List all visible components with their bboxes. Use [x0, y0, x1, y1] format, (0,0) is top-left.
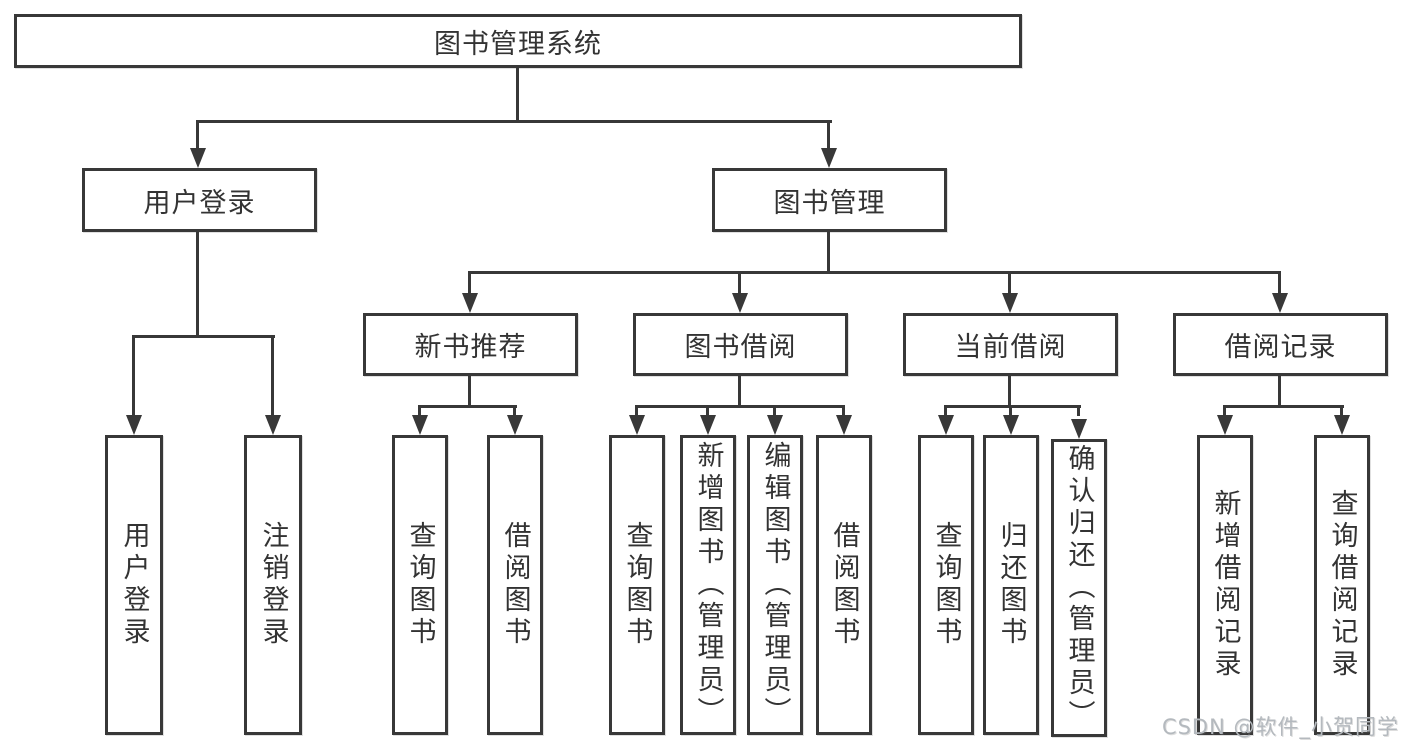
arrow-to-return-book	[1003, 415, 1019, 435]
connector-stub-d1	[944, 405, 947, 416]
connector-currentborrow-hline	[944, 405, 1081, 408]
node-label: 借阅记录	[1224, 332, 1337, 363]
node-label: 图书管理	[773, 187, 886, 219]
csdn-watermark: CSDN @软件_小贺同学	[1161, 715, 1399, 739]
node-label: 编辑图书（管理员）	[759, 441, 791, 729]
arrow-to-current-borrow	[1002, 293, 1018, 313]
leaf-return-book: 归还图书	[983, 435, 1039, 735]
arrow-to-query-books-3	[938, 415, 954, 435]
connector-stub-e1	[1223, 405, 1226, 416]
connector-stub-c3	[773, 405, 776, 416]
arrow-to-borrow-books-1	[507, 415, 523, 435]
connector-stub-user-login	[196, 120, 199, 150]
node-label: 图书管理系统	[434, 28, 602, 60]
connector-stub-leaf-logout	[271, 335, 274, 415]
connector-stub-book-borrow	[738, 271, 741, 295]
node-label: 查询借阅记录	[1326, 489, 1358, 681]
arrow-to-user-login	[190, 148, 206, 168]
leaf-query-borrow-record: 查询借阅记录	[1314, 435, 1370, 735]
arrow-to-borrow-books-2	[836, 415, 852, 435]
leaf-logout: 注销登录	[244, 435, 302, 735]
arrow-to-query-borrow-record	[1334, 415, 1350, 435]
node-user-login: 用户登录	[82, 168, 317, 232]
node-label: 查询图书	[621, 521, 653, 649]
leaf-user-login: 用户登录	[105, 435, 163, 735]
connector-bookmgmt-hline	[468, 271, 1281, 274]
node-label: 查询图书	[404, 521, 436, 649]
node-label: 新增图书（管理员）	[692, 441, 724, 729]
node-label: 归还图书	[995, 521, 1027, 649]
node-label: 当前借阅	[954, 332, 1067, 363]
connector-newbook-hline	[418, 405, 517, 408]
connector-stub-leaf-user-login	[132, 335, 135, 415]
connector-stub-new-book	[468, 271, 471, 295]
connector-stub-d2	[1009, 405, 1012, 416]
connector-user-hline	[132, 335, 275, 338]
node-book-management: 图书管理	[712, 168, 947, 232]
connector-stub-current-borrow	[1008, 271, 1011, 295]
connector-bookborrow-vline	[738, 376, 741, 408]
leaf-borrow-books-2: 借阅图书	[816, 435, 872, 735]
connector-stub-c2	[706, 405, 709, 416]
arrow-to-query-books-1	[412, 415, 428, 435]
connector-bookmgmt-vline	[827, 232, 830, 274]
connector-stub-book-management	[827, 120, 830, 150]
connector-stub-b2	[513, 405, 516, 416]
leaf-query-books-1: 查询图书	[392, 435, 448, 735]
connector-stub-d3	[1077, 405, 1080, 416]
node-new-book-recommend: 新书推荐	[363, 313, 578, 376]
connector-root-hline	[196, 120, 832, 123]
connector-user-vline	[196, 232, 199, 338]
arrow-to-book-management	[821, 148, 837, 168]
leaf-add-borrow-record: 新增借阅记录	[1197, 435, 1253, 735]
leaf-borrow-books-1: 借阅图书	[487, 435, 543, 735]
leaf-query-books-3: 查询图书	[918, 435, 974, 735]
node-label: 借阅图书	[828, 521, 860, 649]
arrow-to-edit-book-admin	[767, 415, 783, 435]
connector-stub-c1	[635, 405, 638, 416]
connector-currentborrow-vline	[1008, 376, 1011, 408]
arrow-to-add-borrow-record	[1217, 415, 1233, 435]
node-book-borrow: 图书借阅	[633, 313, 848, 376]
node-label: 借阅图书	[499, 521, 531, 649]
connector-stub-c4	[842, 405, 845, 416]
leaf-query-books-2: 查询图书	[609, 435, 665, 735]
leaf-confirm-return-admin: 确认归还（管理员）	[1051, 439, 1107, 737]
connector-borrowrecords-hline	[1223, 405, 1344, 408]
node-label: 新增借阅记录	[1209, 489, 1241, 681]
connector-root-vline	[516, 68, 519, 122]
arrow-to-query-books-2	[629, 415, 645, 435]
arrow-to-leaf-logout	[265, 415, 281, 435]
node-borrow-records: 借阅记录	[1173, 313, 1388, 376]
node-label: 用户登录	[118, 521, 150, 649]
arrow-to-add-book-admin	[700, 415, 716, 435]
connector-bookborrow-hline	[635, 405, 845, 408]
node-label: 确认归还（管理员）	[1063, 444, 1095, 732]
node-label: 注销登录	[257, 521, 289, 649]
connector-stub-e2	[1340, 405, 1343, 416]
node-label: 新书推荐	[414, 332, 527, 363]
leaf-edit-book-admin: 编辑图书（管理员）	[747, 435, 803, 735]
node-library-management-system: 图书管理系统	[14, 14, 1022, 68]
arrow-to-new-book	[462, 293, 478, 313]
node-current-borrow: 当前借阅	[903, 313, 1118, 376]
arrow-to-confirm-return-admin	[1071, 419, 1087, 439]
node-label: 查询图书	[930, 521, 962, 649]
connector-stub-b1	[418, 405, 421, 416]
connector-borrowrecords-vline	[1278, 376, 1281, 408]
arrow-to-leaf-user-login	[126, 415, 142, 435]
node-label: 图书借阅	[684, 332, 797, 363]
connector-newbook-vline	[468, 376, 471, 408]
connector-stub-borrow-records	[1278, 271, 1281, 295]
node-label: 用户登录	[143, 187, 256, 219]
arrow-to-borrow-records	[1272, 293, 1288, 313]
leaf-add-book-admin: 新增图书（管理员）	[680, 435, 736, 735]
arrow-to-book-borrow	[732, 293, 748, 313]
